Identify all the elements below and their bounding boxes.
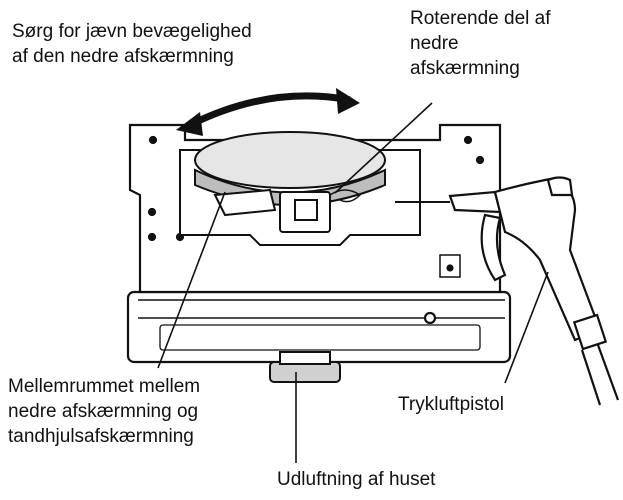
rotating-part-label: Roterende del af nedre afskærmning <box>410 8 551 79</box>
arrow-head-left <box>176 112 203 136</box>
gap-label: Mellemrummet mellem nedre afskærmning og… <box>8 376 201 447</box>
smooth-movement-label: Sørg for jævn bevægelighed af den nedre … <box>12 21 252 67</box>
housing-vent <box>269 351 341 383</box>
saw-base-plate <box>126 290 512 364</box>
air-gun-label: Trykluftpistol <box>398 394 504 415</box>
arrow-head-right <box>336 88 360 114</box>
blade-guard <box>179 131 421 246</box>
movement-arrow <box>188 92 351 129</box>
air-gun <box>395 176 620 406</box>
housing-vent-label: Udluftning af huset <box>277 469 436 490</box>
leader-lines <box>157 102 549 463</box>
